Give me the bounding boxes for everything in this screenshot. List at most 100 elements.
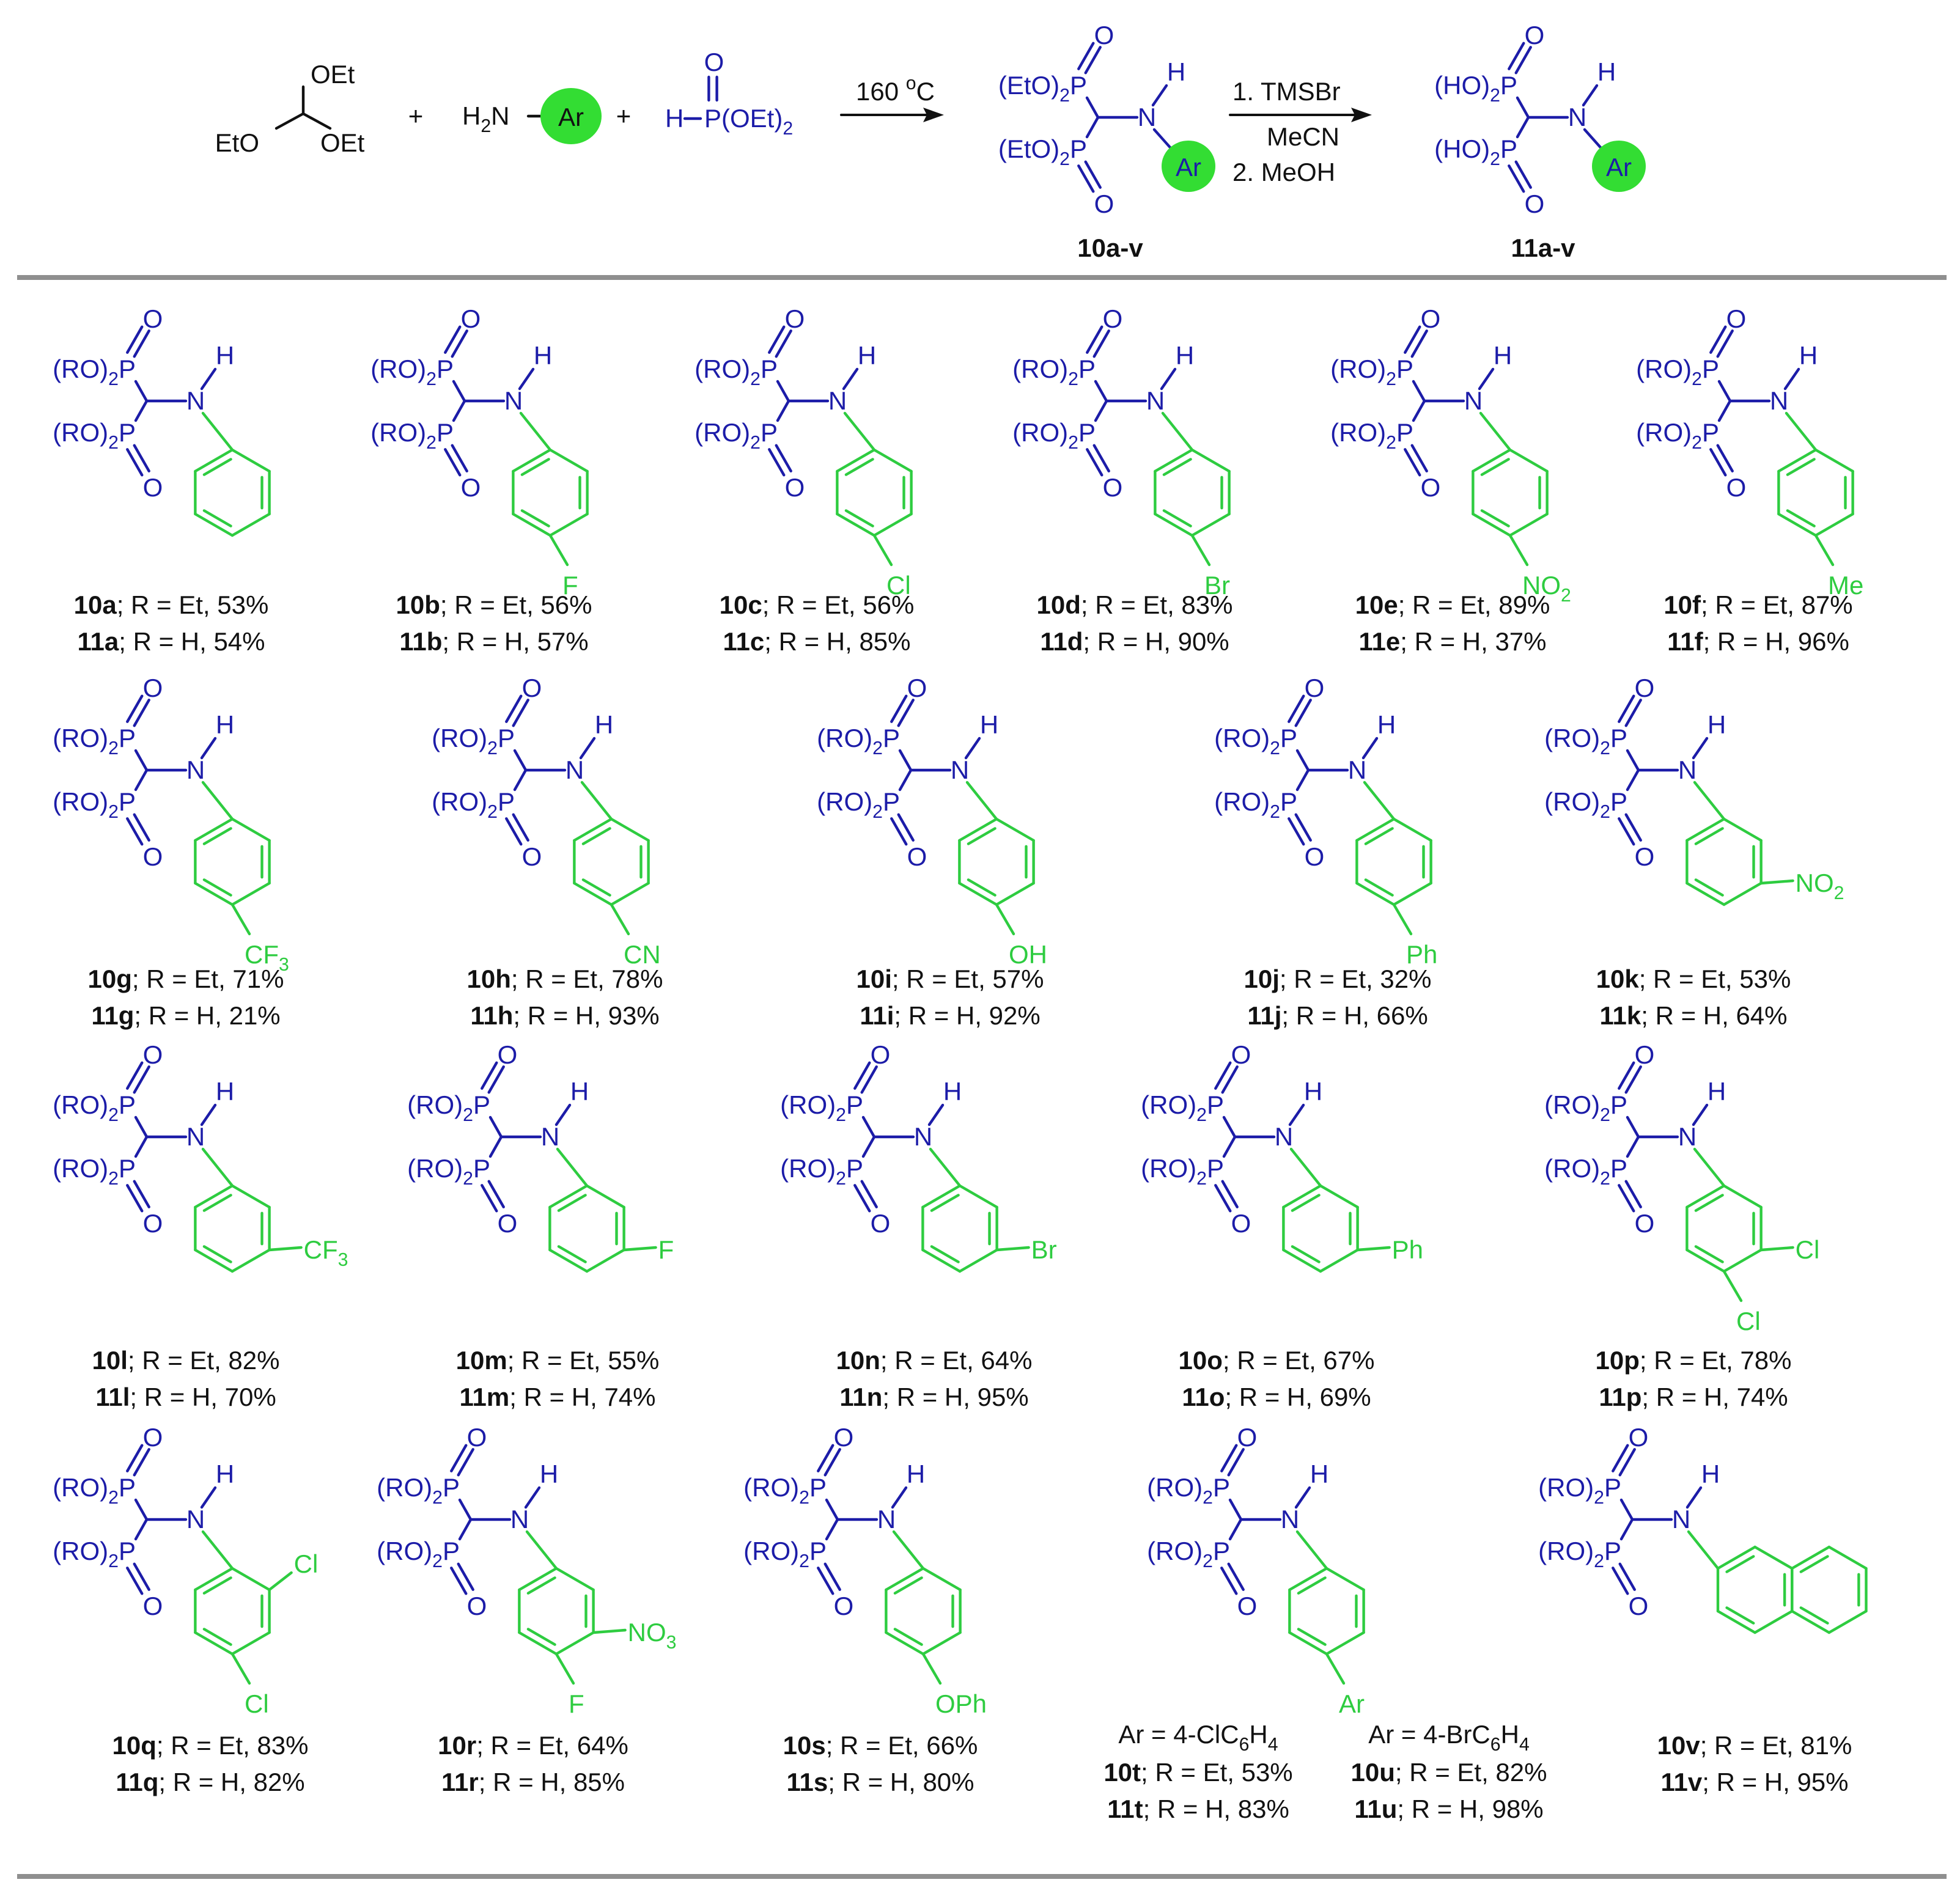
p-o-double-bond (1214, 1184, 1232, 1213)
c-p-bond (134, 1518, 149, 1541)
ring-bond (836, 448, 876, 473)
phosphonate-group: (EtO)2P (998, 134, 1087, 169)
p-o-double-bond (1618, 1061, 1635, 1090)
phosphonate-group: (RO)2P (743, 1473, 827, 1508)
hydrogen-label: H (1310, 1460, 1328, 1488)
yield-label: 11m; R = H, 74% (459, 1383, 655, 1411)
ring-bond (1319, 1184, 1359, 1209)
ring-bond (573, 881, 613, 906)
p-o-double-bond (1092, 444, 1110, 472)
n-aryl-bond (1479, 411, 1512, 452)
phosphonate-group: (RO)2P (1012, 418, 1096, 453)
aryl-ring (518, 1567, 595, 1656)
ring-bond (548, 448, 589, 473)
substituent-bond (610, 903, 630, 936)
phosphite-label: P(OEt)2 (704, 104, 793, 139)
c-p-bond (861, 1115, 876, 1139)
n-aryl-bond (556, 1147, 589, 1188)
aryl-ring (548, 1184, 625, 1273)
yield-label: 11b; R = H, 57% (399, 627, 588, 656)
n-h-bond (1692, 1103, 1709, 1126)
n-h-bond (1783, 367, 1800, 391)
substituent-label: F (658, 1235, 674, 1264)
ring-bond (585, 1248, 625, 1273)
oxygen-label: O (1525, 189, 1545, 218)
ring-bond (1154, 448, 1194, 473)
oxygen-label: O (467, 1423, 487, 1452)
n-aryl-bond (843, 411, 876, 452)
ring-bond (1827, 1545, 1868, 1570)
nitrogen-label: N (510, 1505, 529, 1534)
plus-sign: + (616, 101, 632, 130)
substituent-bond (622, 1246, 657, 1252)
substituent-label: F (569, 1689, 584, 1718)
condition-label: 2. MeOH (1232, 158, 1335, 186)
c-p-bond (1717, 380, 1732, 403)
ring-bond (194, 817, 234, 842)
ring-bond (573, 817, 613, 842)
substituent-bond (268, 1571, 293, 1592)
ring-bond (194, 1567, 234, 1592)
phosphonate-group: (RO)2P (1214, 787, 1297, 822)
ring-inner-bond (967, 878, 997, 897)
yield-label: 10q; R = Et, 83% (112, 1731, 309, 1760)
amine-label: H2N (462, 101, 510, 136)
phosphonate-group: (RO)2P (1544, 724, 1627, 759)
oxygen-label: O (1629, 1592, 1649, 1620)
oxygen-label: O (907, 842, 927, 871)
yield-label: 10h; R = Et, 78% (467, 965, 663, 993)
hydrogen-label: H (216, 341, 234, 370)
substituent-bond (1190, 534, 1211, 567)
substituent-bond (268, 1246, 303, 1252)
c-p-bond (861, 1135, 876, 1158)
p-o-double-bond (487, 1065, 505, 1094)
n-h-bond (1294, 1486, 1311, 1509)
ring-bond (518, 1631, 558, 1656)
substituent-label: OH (1009, 940, 1047, 969)
p-o-double-bond (457, 1562, 474, 1591)
substituent-label: CF3 (245, 940, 289, 975)
p-o-double-bond (505, 817, 523, 846)
phosphonate-group: (RO)2P (53, 787, 136, 822)
c-p-bond (1222, 1115, 1237, 1139)
hydrogen-label: H (907, 1460, 925, 1488)
substituent-bond (548, 534, 569, 567)
yield-label: 11g; R = H, 21% (91, 1001, 280, 1030)
nitrogen-label: N (1464, 386, 1483, 415)
ring-inner-bond (1725, 1555, 1755, 1573)
aryl-ring (1288, 1567, 1365, 1656)
aryl-label: Ar (558, 103, 584, 131)
n-h-bond (1151, 84, 1168, 107)
c-p-bond (1085, 96, 1100, 119)
oxygen-label: O (143, 304, 163, 333)
substituent-bond (1508, 534, 1529, 567)
substituent-bond (872, 534, 893, 567)
oxygen-label: O (461, 473, 481, 502)
oxygen-label: O (498, 1209, 518, 1238)
yield-label: 10n; R = Et, 64% (836, 1346, 1033, 1375)
c-p-bond (134, 768, 149, 792)
p-o-double-bond (126, 1444, 144, 1472)
yield-label: 10o; R = Et, 67% (1179, 1346, 1375, 1375)
ring-inner-bond (893, 1576, 923, 1595)
c-p-bond (1094, 380, 1108, 403)
ring-bond (512, 512, 552, 537)
ring-bond (1288, 1567, 1328, 1592)
compound-series-label: 11a-v (1511, 233, 1575, 262)
yield-label: 11j; R = H, 66% (1247, 1001, 1428, 1030)
p-o-double-bond (1618, 1184, 1635, 1213)
n-aryl-bond (1693, 781, 1726, 821)
p-o-double-bond (1410, 329, 1428, 358)
hydrogen-label: H (980, 710, 998, 739)
p-o-double-bond (1716, 329, 1734, 358)
p-o-double-bond (133, 1562, 150, 1591)
ring-inner-bond (1694, 1245, 1724, 1263)
nitrogen-label: N (186, 1122, 205, 1151)
yield-label: 10t; R = Et, 53% (1103, 1758, 1292, 1787)
c-p-bond (1085, 116, 1100, 139)
ring-inner-bond (581, 827, 611, 845)
